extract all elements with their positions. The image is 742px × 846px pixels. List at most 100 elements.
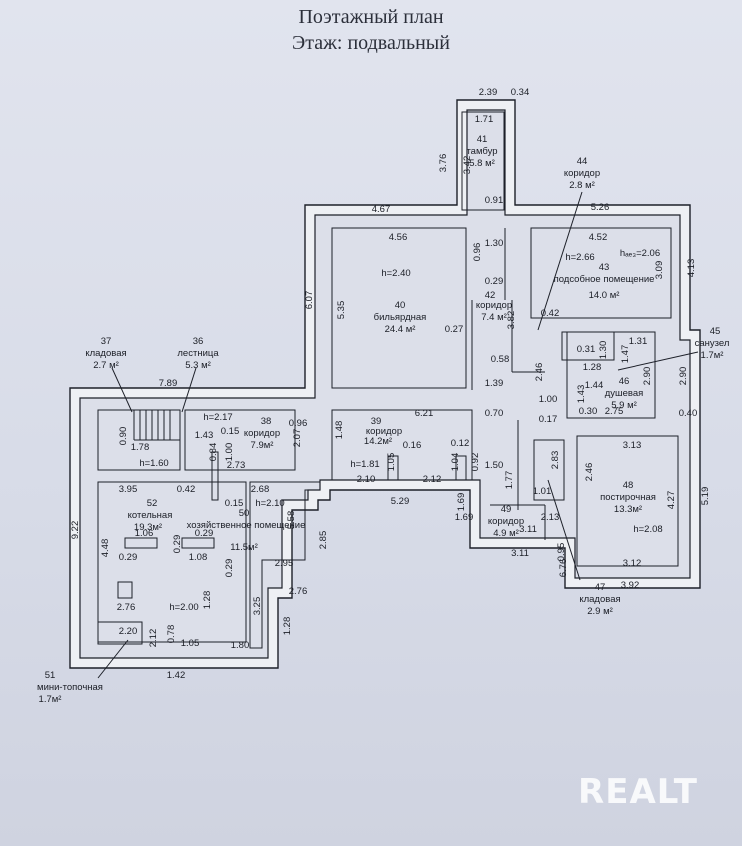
dimension-label: 4.48 <box>100 539 111 558</box>
label-42-name: коридор <box>476 300 512 311</box>
dimension-label: 0.78 <box>166 625 177 644</box>
dimension-label: 1.08 <box>189 552 208 563</box>
room-51-outline <box>97 621 143 645</box>
dimension-label: 0.15 <box>225 498 244 509</box>
dimension-label: 0.30 <box>579 406 598 417</box>
dimension-label: 2.73 <box>227 460 246 471</box>
dimension-label: 0.17 <box>539 414 558 425</box>
dimension-label: 2.68 <box>251 484 270 495</box>
dimension-label: 1.06 <box>135 528 154 539</box>
dimension-label: 3.12 <box>623 558 642 569</box>
label-52-num: 52 <box>147 498 158 509</box>
dimension-label: 1.48 <box>334 421 345 440</box>
dimension-label: 1.43 <box>576 385 587 404</box>
dimension-label: 5.26 <box>591 202 610 213</box>
dimension-label: 2.90 <box>642 367 653 386</box>
dimension-label: 5.58 <box>286 511 297 530</box>
dimension-label: 0.42 <box>541 308 560 319</box>
label-46-area: 5.9 м² <box>611 400 637 411</box>
dimension-label: 3.25 <box>252 597 263 616</box>
leader-lines <box>97 191 699 679</box>
dimension-label: 1.47 <box>620 345 631 364</box>
dimension-label: 5.29 <box>391 496 410 507</box>
label-50-num: 50 <box>239 508 250 519</box>
label-45-num: 45 <box>710 326 721 337</box>
dimension-label: 0.95 <box>556 543 567 562</box>
dimension-label: 1.30 <box>485 238 504 249</box>
label-47-num: 47 <box>595 582 606 593</box>
label-50-name: хозяйственное помещение <box>187 520 306 531</box>
label-39-name: коридор <box>366 426 402 437</box>
label-49-name: коридор <box>488 516 524 527</box>
room-48-outline <box>576 435 679 567</box>
dimension-label: 2.46 <box>534 363 545 382</box>
dimension-label: 9.22 <box>70 521 81 540</box>
label-48-height: h=2.08 <box>633 524 662 535</box>
label-45-area: 1.7м² <box>701 350 724 361</box>
label-36-height: h=1.60 <box>139 458 168 469</box>
dimension-label: 1.04 <box>450 453 461 472</box>
label-40-height: h=2.40 <box>381 268 410 279</box>
dimension-label: 0.27 <box>445 324 464 335</box>
dimension-label: 4.67 <box>372 204 391 215</box>
label-44-area: 2.8 м² <box>569 180 595 191</box>
dimension-label: 0.96 <box>472 243 483 262</box>
dimension-label: 4.27 <box>666 491 677 510</box>
dimension-label: 0.40 <box>679 408 698 419</box>
dimension-label: 0.29 <box>485 276 504 287</box>
label-41-num: 41 <box>477 134 488 145</box>
dimension-label: 2.75 <box>605 406 624 417</box>
dimension-label: 1.00 <box>539 394 558 405</box>
label-51-name: мини-топочная <box>37 682 103 693</box>
room-43-outline <box>530 227 672 319</box>
label-46-name: душевая <box>605 388 644 399</box>
dimension-label: 1.39 <box>485 378 504 389</box>
label-52-area: 19.3м² <box>134 522 162 533</box>
dimension-label: 2.39 <box>479 87 498 98</box>
dimension-label: 0.16 <box>403 440 422 451</box>
label-40-num: 40 <box>395 300 406 311</box>
dimension-label: 1.78 <box>131 442 150 453</box>
label-47-name: кладовая <box>579 594 620 605</box>
dimension-label: 0.90 <box>118 427 129 446</box>
dimension-label: 2.10 <box>357 474 376 485</box>
column-39 <box>387 455 399 481</box>
label-41-area: 5.8 м² <box>469 158 495 169</box>
room-39-outline <box>331 409 473 481</box>
label-39-area: 14.2м² <box>364 436 392 447</box>
dimension-label: 2.95 <box>275 558 294 569</box>
dimension-label: 4.52 <box>589 232 608 243</box>
dimension-label: 1.05 <box>181 638 200 649</box>
label-44-name: коридор <box>564 168 600 179</box>
label-47-area: 2.9 м² <box>587 606 613 617</box>
room-45-outline <box>561 331 615 361</box>
dimension-label: 0.70 <box>485 408 504 419</box>
room-50-outline <box>249 481 321 649</box>
dimension-label: 1.30 <box>598 341 609 360</box>
label-50-area: 11.5м² <box>230 542 257 553</box>
label-44-num: 44 <box>577 156 588 167</box>
realt-watermark: REALT <box>578 772 698 812</box>
label-37-num: 37 <box>101 336 112 347</box>
label-36-area: 5.3 м² <box>185 360 211 371</box>
dimension-label: 0.96 <box>289 418 308 429</box>
dimension-label: 5.35 <box>336 301 347 320</box>
dimension-label: 0.34 <box>511 87 530 98</box>
room-40-outline <box>331 227 467 389</box>
dimension-label: 3.11 <box>511 548 529 559</box>
fixture-2 <box>181 537 215 549</box>
dimension-label: 0.92 <box>470 453 481 472</box>
label-49-area: 4.9 м² <box>493 528 519 539</box>
room-47-outline <box>533 439 565 501</box>
floor-subtitle: Этаж: подвальный <box>292 32 450 54</box>
dimension-label: 4.56 <box>389 232 408 243</box>
dimension-label: 0.29 <box>224 559 235 578</box>
dimension-label: 2.85 <box>318 531 329 550</box>
dimension-label: 1.28 <box>282 617 293 636</box>
dimension-label: 0.58 <box>491 354 510 365</box>
boiler-unit <box>117 581 133 599</box>
dimension-label: 4.13 <box>686 259 697 278</box>
label-48-num: 48 <box>623 480 634 491</box>
dimension-label: 3.95 <box>119 484 138 495</box>
